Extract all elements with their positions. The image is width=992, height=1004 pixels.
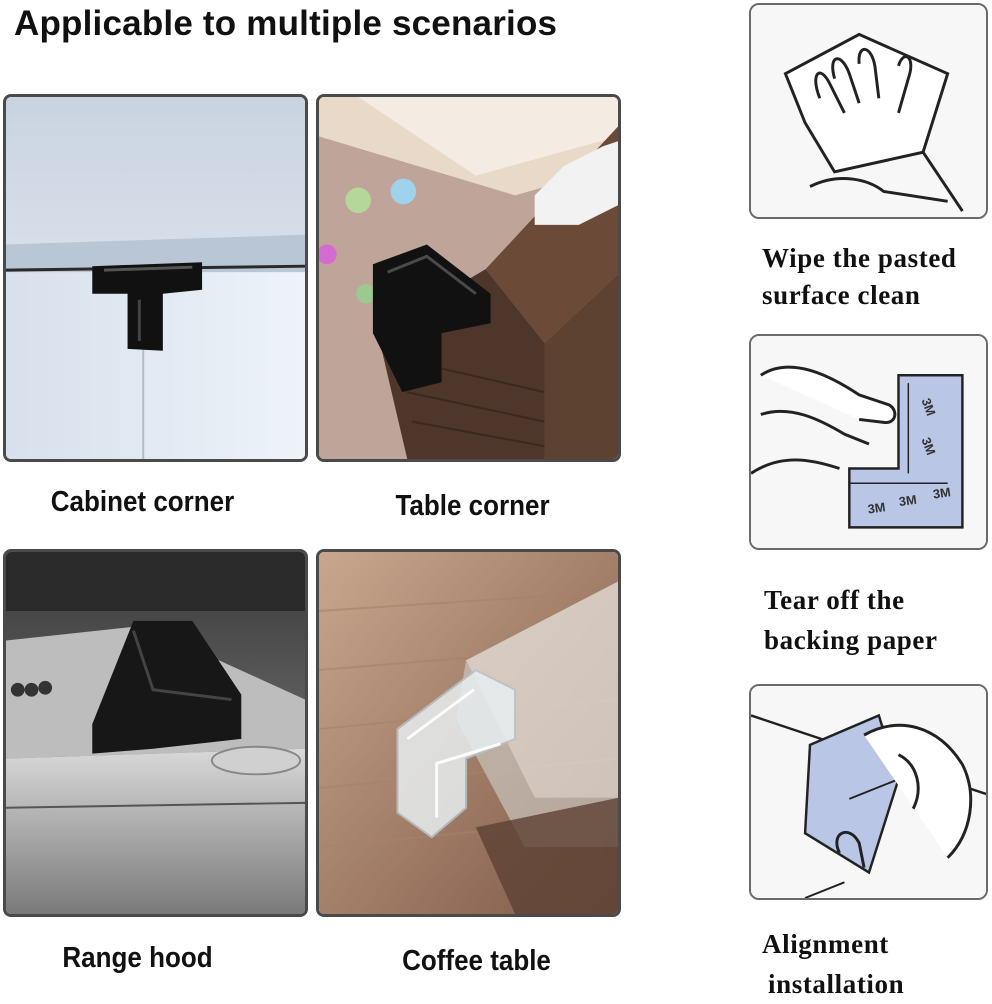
table-corner-label: Table corner xyxy=(395,488,550,522)
range-hood-photo xyxy=(3,549,308,917)
page-title: Applicable to multiple scenarios xyxy=(14,4,558,43)
tear-caption-line2: backing paper xyxy=(764,625,938,655)
alignment-step-illustration xyxy=(749,684,988,900)
tape-label-4: 3M xyxy=(919,396,939,418)
alignment-caption-line2: installation xyxy=(768,969,905,999)
cabinet-corner-photo xyxy=(3,94,308,462)
wipe-caption-line1: Wipe the pasted xyxy=(762,243,957,273)
alignment-step-caption: Alignment installation xyxy=(762,924,904,1004)
tear-backing-step-illustration: 3M 3M 3M 3M 3M xyxy=(749,334,988,550)
tape-label-2: 3M xyxy=(898,492,918,509)
cabinet-corner-label: Cabinet corner xyxy=(50,484,235,518)
tape-label-5: 3M xyxy=(919,435,939,457)
alignment-caption-line1: Alignment xyxy=(762,929,889,959)
coffee-table-label: Coffee table xyxy=(402,943,551,977)
wipe-step-caption: Wipe the pasted surface clean xyxy=(762,240,957,314)
range-hood-label: Range hood xyxy=(62,940,213,974)
tear-backing-step-caption: Tear off the backing paper xyxy=(764,580,938,660)
wipe-caption-line2: surface clean xyxy=(762,280,921,310)
tape-label-3: 3M xyxy=(932,484,952,501)
tear-caption-line1: Tear off the xyxy=(764,585,905,615)
table-corner-photo xyxy=(316,94,621,462)
wipe-step-illustration xyxy=(749,3,988,219)
tape-label-1: 3M xyxy=(867,499,887,516)
coffee-table-photo xyxy=(316,549,621,917)
